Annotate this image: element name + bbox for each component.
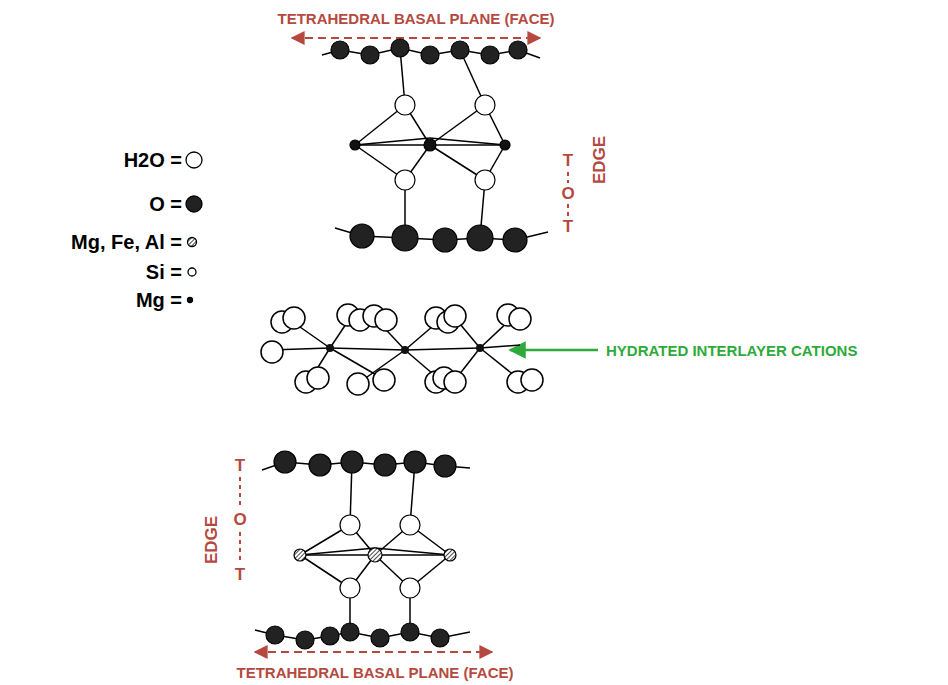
structure-label: O bbox=[233, 510, 246, 530]
legend-text: Si = bbox=[146, 261, 182, 284]
legend-text: Mg = bbox=[136, 289, 182, 312]
face-arrow bbox=[255, 651, 492, 653]
edge-label: EDGE bbox=[590, 136, 610, 184]
structure-label: TETRAHEDRAL BASAL PLANE (FACE) bbox=[237, 664, 514, 681]
bottom-layer-atoms bbox=[266, 451, 456, 649]
structure-label: T bbox=[235, 565, 245, 585]
edge-dash bbox=[240, 172, 568, 563]
legend-symbols bbox=[186, 152, 202, 303]
structure-label: TETRAHEDRAL BASAL PLANE (FACE) bbox=[278, 10, 555, 27]
callout-label: HYDRATED INTERLAYER CATIONS bbox=[606, 342, 857, 359]
structure-label: T bbox=[563, 151, 573, 171]
structure-label: O bbox=[561, 184, 574, 204]
pointer-arrow bbox=[510, 349, 598, 352]
legend-text: H2O = bbox=[124, 149, 182, 172]
face-arrow bbox=[292, 37, 540, 39]
legend-text: Mg, Fe, Al = bbox=[71, 231, 182, 254]
interlayer-water bbox=[261, 304, 543, 395]
top-layer-atoms bbox=[331, 39, 527, 252]
structure-label: T bbox=[235, 456, 245, 476]
bottom-layer-bonds bbox=[255, 462, 470, 640]
structure-label: T bbox=[563, 217, 573, 237]
legend-text: O = bbox=[149, 193, 182, 216]
edge-label: EDGE bbox=[202, 516, 222, 564]
interlayer-cations bbox=[326, 344, 484, 354]
top-layer-bonds bbox=[322, 48, 548, 240]
